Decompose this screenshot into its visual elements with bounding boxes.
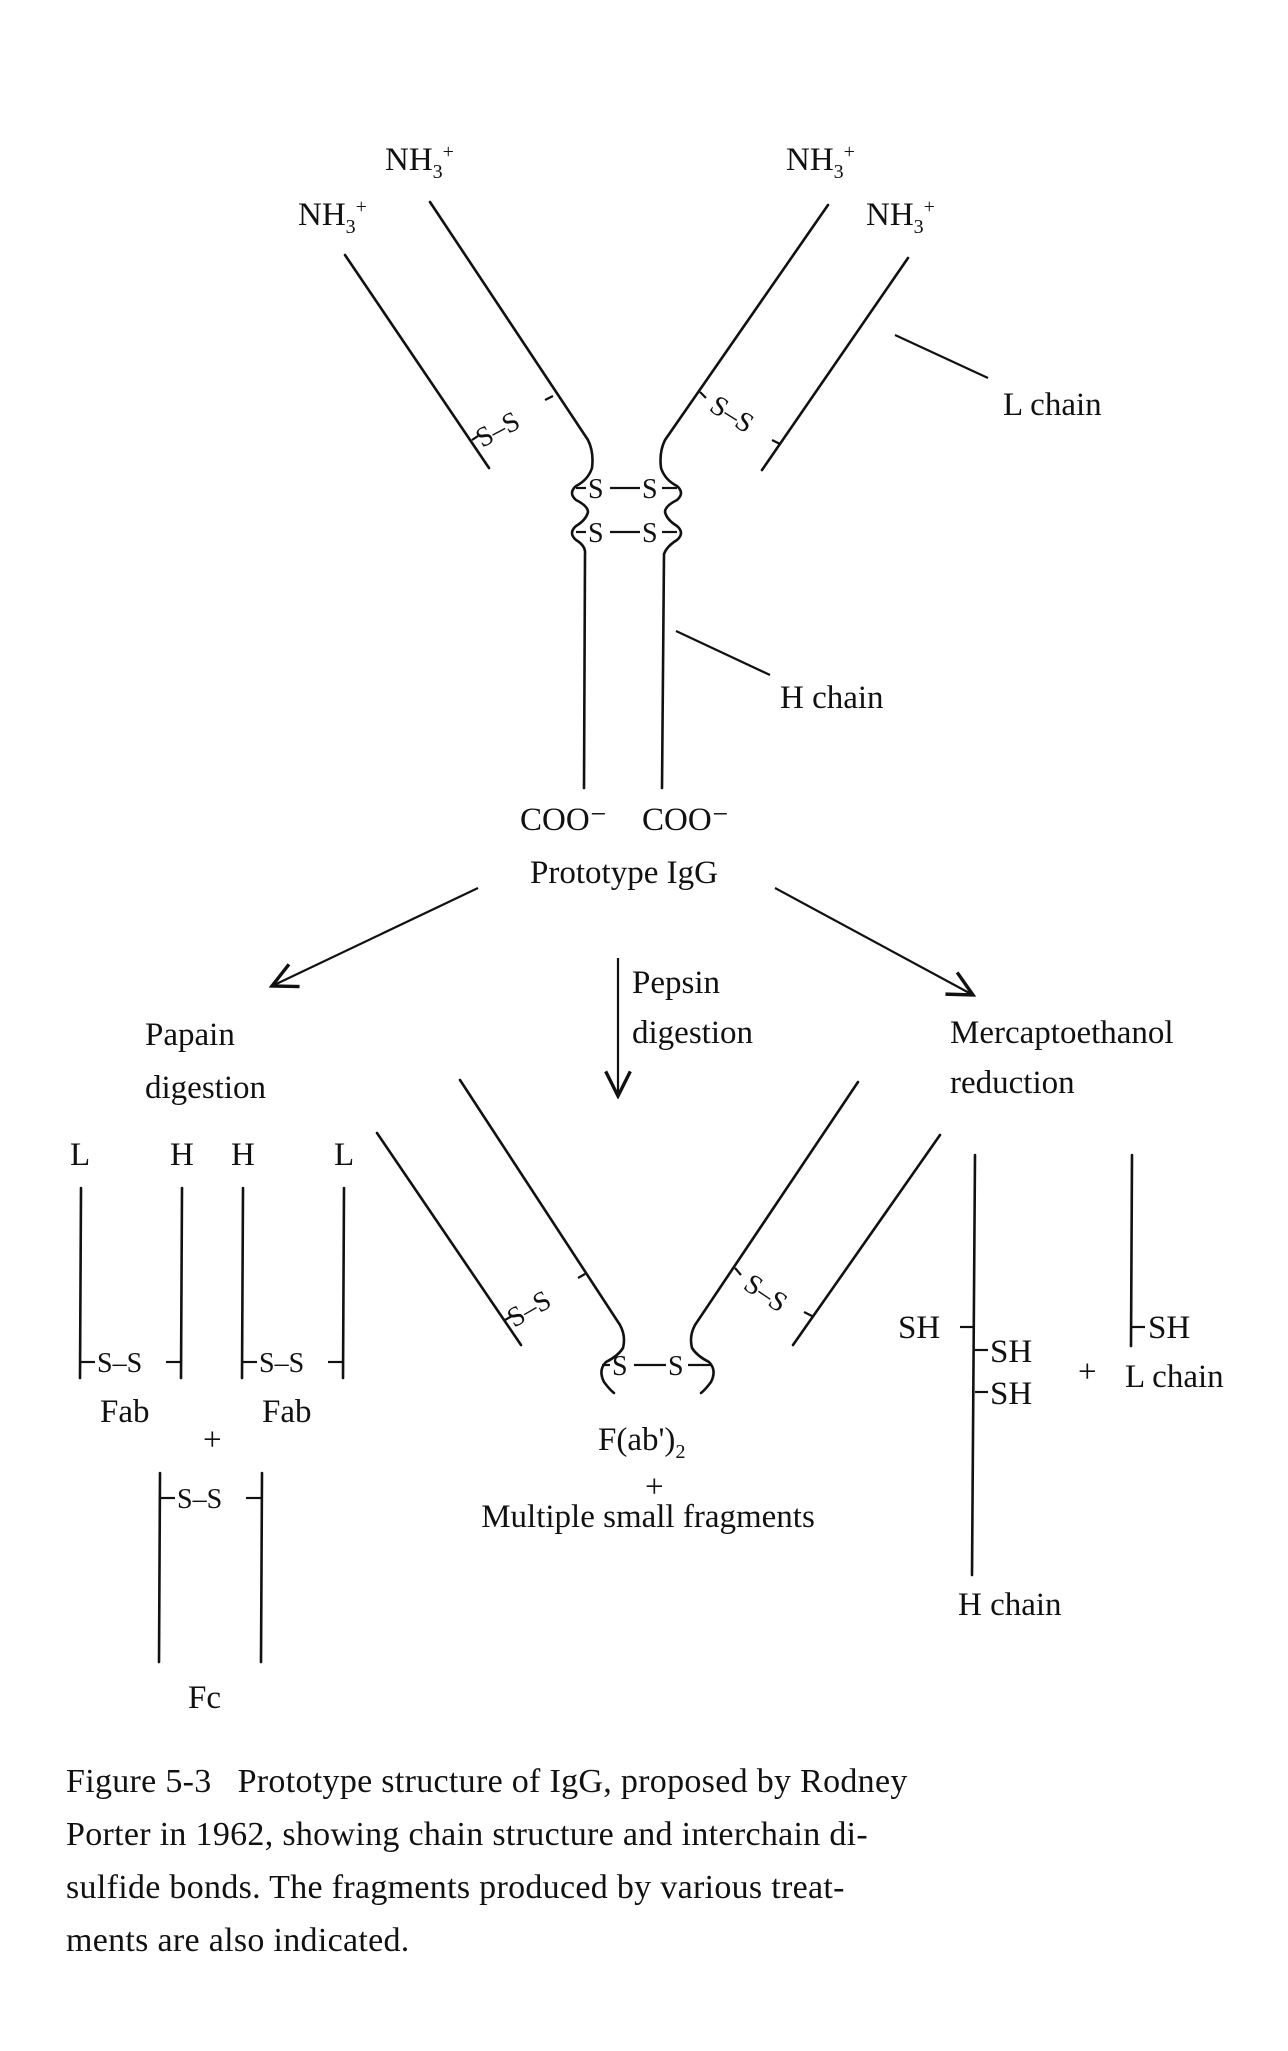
reduction-plus: + bbox=[1078, 1354, 1097, 1390]
pepsin-label-line2: digestion bbox=[632, 1015, 753, 1051]
fab2-right-heavy-chain bbox=[689, 1080, 860, 1395]
svg-text:S–S: S–S bbox=[471, 406, 525, 455]
fab2-left-heavy-chain bbox=[458, 1078, 626, 1395]
mercaptoethanol-label-line1: Mercaptoethanol bbox=[950, 1015, 1174, 1051]
svg-text:S–S: S–S bbox=[704, 390, 759, 440]
left-light-chain bbox=[343, 253, 491, 470]
caption-line-3: sulfide bonds. The fragments produced by… bbox=[66, 1869, 845, 1906]
small-fragments-label: Multiple small fragments bbox=[481, 1499, 815, 1535]
chain-label-h-1: H bbox=[170, 1137, 194, 1173]
pepsin-label-line1: Pepsin bbox=[632, 965, 720, 1001]
free-light-chain bbox=[1129, 1153, 1134, 1348]
chain-label-l-1: L bbox=[70, 1137, 90, 1173]
prototype-igg-structure: NH3+ NH3+ NH3+ NH3+ S–S S–S S S bbox=[298, 141, 1102, 891]
fc-fragment: S–S bbox=[157, 1471, 264, 1664]
svg-text:S–S: S–S bbox=[259, 1348, 304, 1379]
treatment-arrows bbox=[272, 887, 973, 1096]
papain-label-line2: digestion bbox=[145, 1070, 266, 1106]
left-heavy-chain bbox=[428, 200, 594, 790]
fab2-hinge-disulfide: S S bbox=[602, 1351, 712, 1382]
free-l-chain-label: L chain bbox=[1125, 1359, 1224, 1395]
pepsin-plus: + bbox=[645, 1469, 664, 1505]
reduction-products: SH SH SH H chain + SH L chain bbox=[898, 1153, 1224, 1623]
right-light-chain bbox=[760, 256, 910, 472]
sh-group-light: SH bbox=[1148, 1310, 1190, 1346]
svg-text:S: S bbox=[642, 474, 658, 505]
svg-text:S: S bbox=[588, 474, 604, 505]
mercaptoethanol-arrow bbox=[774, 887, 973, 995]
mercaptoethanol-label-line2: reduction bbox=[950, 1065, 1075, 1101]
free-h-chain-label: H chain bbox=[958, 1587, 1062, 1623]
caption-line-4: ments are also indicated. bbox=[66, 1922, 410, 1959]
svg-text:S: S bbox=[668, 1351, 684, 1382]
papain-label-line1: Papain bbox=[145, 1017, 235, 1053]
hinge-disulfide-1: S S bbox=[576, 474, 677, 505]
svg-text:S–S: S–S bbox=[97, 1348, 142, 1379]
fab2-label: F(ab')2 bbox=[598, 1422, 685, 1463]
fab2-right-lh-disulfide: S–S bbox=[734, 1267, 813, 1319]
sh-group-left: SH bbox=[898, 1310, 940, 1346]
hinge-disulfide-2: S S bbox=[576, 518, 677, 549]
papain-products: L H H L S–S S–S Fab Fab + S–S Fc bbox=[70, 1137, 354, 1716]
svg-text:S–S: S–S bbox=[502, 1285, 557, 1334]
fab-label-left: Fab bbox=[100, 1394, 150, 1430]
sh-group-right-1: SH bbox=[990, 1334, 1032, 1370]
right-heavy-chain bbox=[659, 203, 830, 790]
fc-label: Fc bbox=[188, 1680, 221, 1716]
prototype-igg-title: Prototype IgG bbox=[530, 855, 718, 891]
nh3-label-left-heavy: NH3+ bbox=[385, 141, 454, 183]
h-chain-label: H chain bbox=[780, 680, 884, 716]
fab-fragment-right: S–S bbox=[240, 1186, 346, 1380]
sh-group-right-2: SH bbox=[990, 1376, 1032, 1412]
pepsin-products: S–S S–S S S F(ab')2 + Multiple small fra… bbox=[375, 1078, 942, 1535]
nh3-label-right-heavy: NH3+ bbox=[786, 141, 855, 183]
chain-label-h-2: H bbox=[231, 1137, 255, 1173]
svg-text:S–S: S–S bbox=[177, 1484, 222, 1515]
fab2-left-light-chain bbox=[375, 1131, 523, 1347]
papain-plus: + bbox=[203, 1422, 222, 1458]
nh3-label-right-light: NH3+ bbox=[866, 196, 935, 238]
nh3-label-left-light: NH3+ bbox=[298, 196, 367, 238]
coo-label-right: COO⁻ bbox=[642, 802, 729, 838]
svg-text:S: S bbox=[588, 518, 604, 549]
svg-text:S–S: S–S bbox=[738, 1268, 793, 1319]
l-chain-pointer bbox=[894, 334, 989, 379]
left-lh-disulfide: S–S bbox=[471, 395, 554, 455]
fab-label-right: Fab bbox=[262, 1394, 312, 1430]
papain-arrow bbox=[272, 887, 479, 986]
h-chain-pointer bbox=[675, 630, 771, 676]
figure-number: Figure 5-3 bbox=[66, 1763, 212, 1800]
fab-fragment-left: S–S bbox=[78, 1186, 184, 1380]
right-lh-disulfide: S–S bbox=[699, 390, 781, 445]
svg-text:S: S bbox=[612, 1351, 628, 1382]
fab2-left-lh-disulfide: S–S bbox=[502, 1273, 586, 1334]
coo-label-left: COO⁻ bbox=[520, 802, 607, 838]
l-chain-label: L chain bbox=[1003, 387, 1102, 423]
caption-line-2: Porter in 1962, showing chain structure … bbox=[66, 1816, 868, 1853]
svg-text:S: S bbox=[642, 518, 658, 549]
chain-label-l-2: L bbox=[334, 1137, 354, 1173]
fab2-right-light-chain bbox=[791, 1133, 942, 1347]
free-heavy-chain bbox=[970, 1153, 977, 1577]
